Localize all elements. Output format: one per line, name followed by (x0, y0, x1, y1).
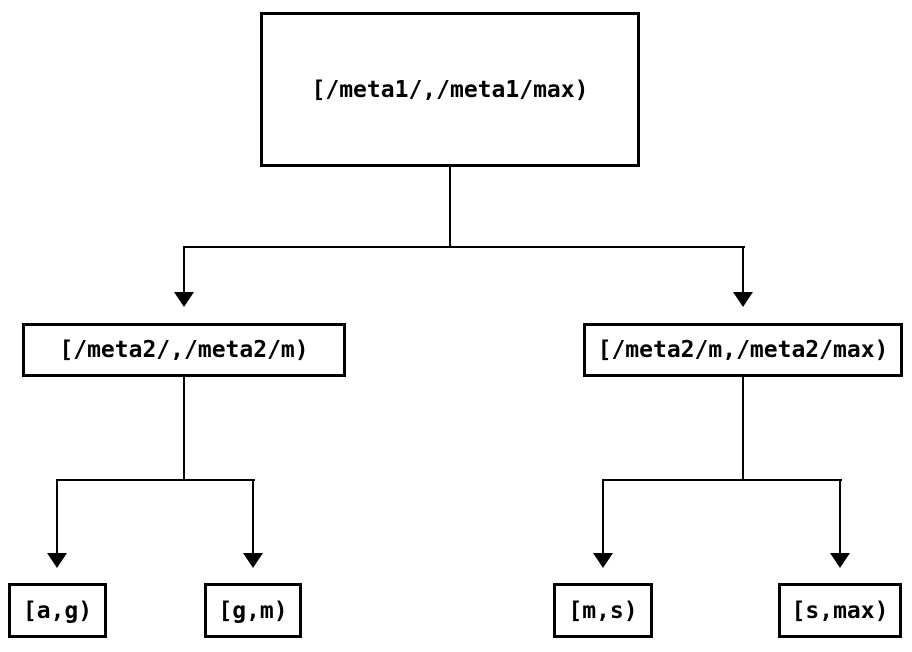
node-leaf-smax: [s,max) (778, 583, 902, 638)
edge-meta2-low-stem (183, 377, 185, 481)
arrowhead-down-icon (733, 292, 753, 307)
node-root: [/meta1/,/meta1/max) (260, 12, 640, 167)
node-meta2-low: [/meta2/,/meta2/m) (22, 323, 346, 377)
node-meta2-high: [/meta2/m,/meta2/max) (583, 323, 903, 377)
edge-meta2-high-crossbar (602, 479, 842, 481)
edge-meta2-high-stem (742, 377, 744, 481)
arrowhead-down-icon (174, 292, 194, 307)
edge-root-to-meta2-high (742, 246, 744, 292)
edge-meta2-low-crossbar (56, 479, 255, 481)
arrowhead-down-icon (830, 553, 850, 568)
edge-root-stem (449, 167, 451, 248)
arrowhead-down-icon (593, 553, 613, 568)
edge-root-to-meta2-low (183, 246, 185, 292)
node-leaf-ag: [a,g) (8, 583, 107, 638)
node-leaf-gm: [g,m) (204, 583, 302, 638)
edge-meta2-low-to-leaf-ag (56, 479, 58, 553)
edge-meta2-high-to-leaf-smax (839, 479, 841, 553)
arrowhead-down-icon (243, 553, 263, 568)
edge-meta2-low-to-leaf-gm (252, 479, 254, 553)
node-leaf-ms: [m,s) (553, 583, 653, 638)
arrowhead-down-icon (47, 553, 67, 568)
edge-meta2-high-to-leaf-ms (602, 479, 604, 553)
edge-root-crossbar (183, 246, 745, 248)
